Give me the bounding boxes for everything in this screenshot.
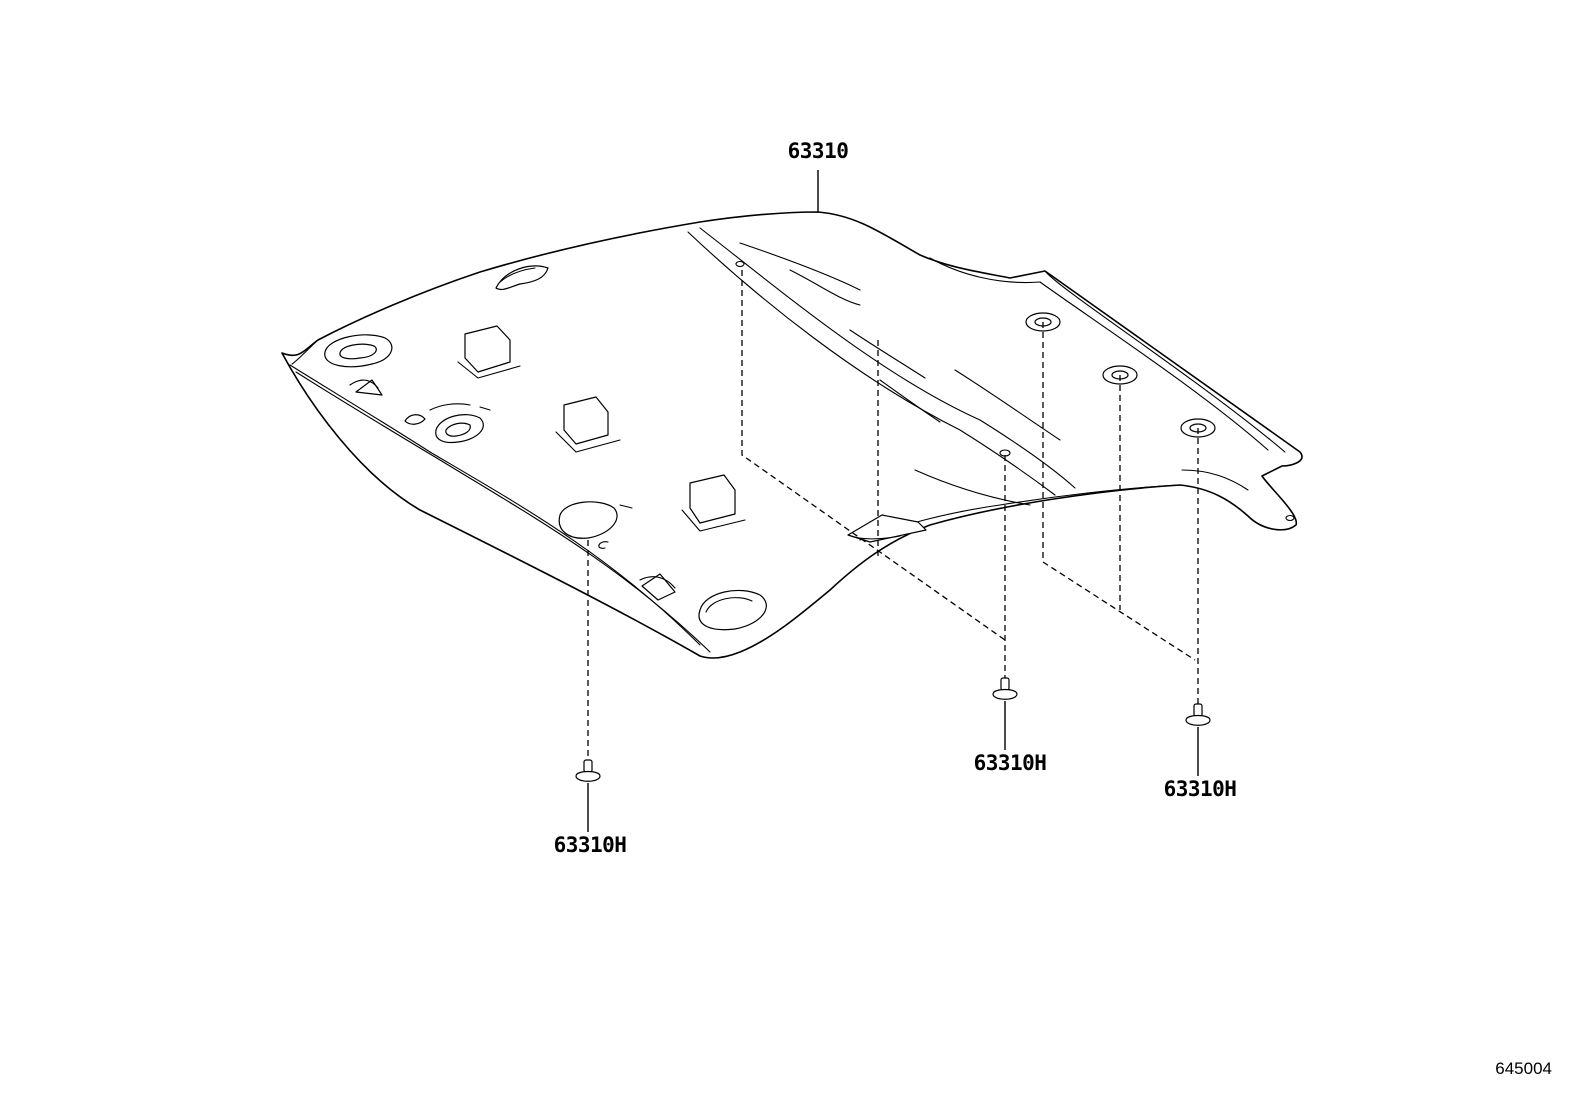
part-number-label-clip-middle: 63310H: [974, 751, 1047, 775]
clip-right: 63310H: [1164, 703, 1237, 801]
clip-left: 63310H: [554, 759, 627, 857]
part-number-label-clip-right: 63310H: [1164, 777, 1237, 801]
part-number-label-headlining: 63310: [788, 139, 849, 163]
clip-middle: 63310H: [974, 677, 1047, 775]
roof-headlining-panel: [281, 211, 1303, 659]
attachment-lines: [587, 270, 1199, 760]
figure-code: 645004: [1495, 1059, 1552, 1078]
headlining-callout: 63310: [788, 139, 849, 212]
part-number-label-clip-left: 63310H: [554, 833, 627, 857]
